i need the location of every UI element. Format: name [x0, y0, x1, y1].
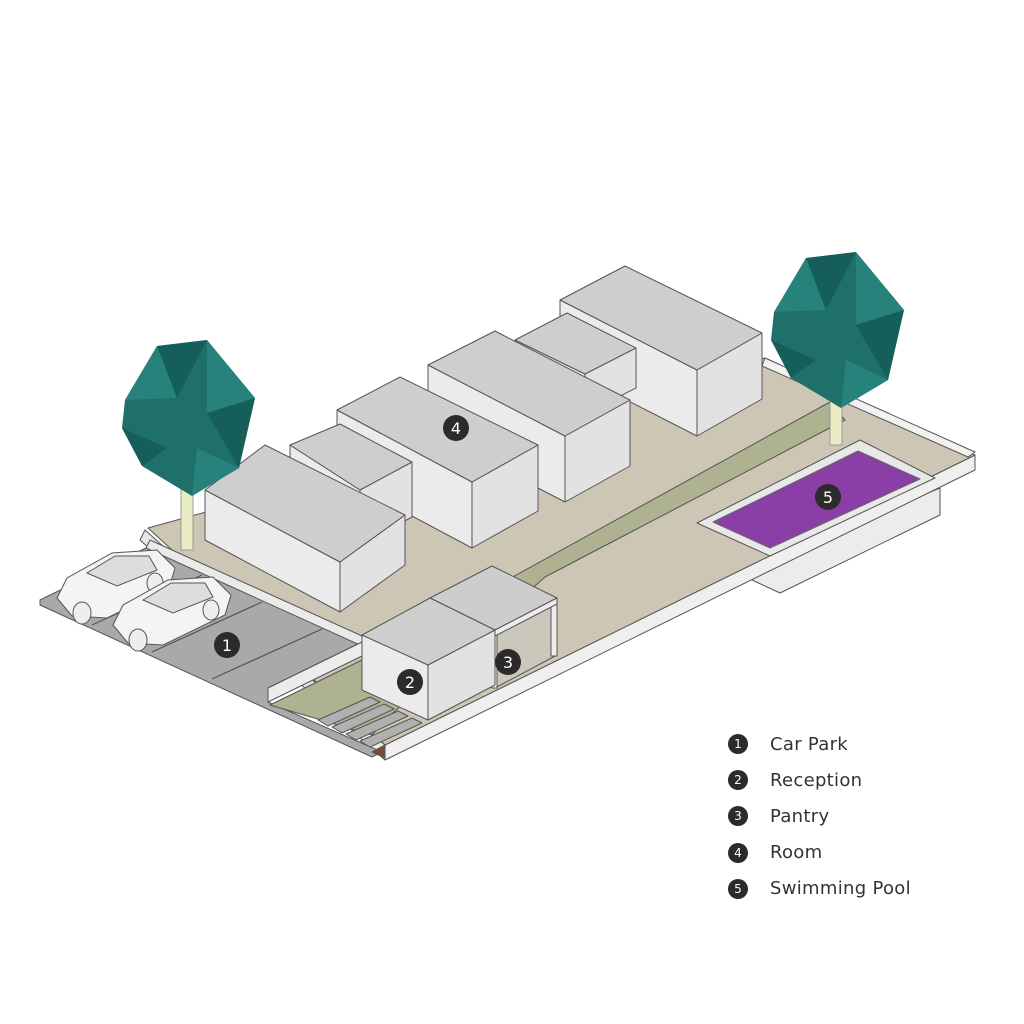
car-2: [112, 576, 232, 652]
marker-car-park: 1: [214, 632, 240, 658]
tree-right-facet: [806, 252, 856, 310]
pantry-post: [550, 599, 558, 657]
tree-left-facet: [125, 346, 177, 400]
marker-circle: [397, 669, 423, 695]
legend-label: Swimming Pool: [770, 878, 911, 900]
legend: 1 Car Park 2 Reception 3 Pantry 4 Room 5 Swim…: [728, 726, 911, 907]
legend-marker: 4: [728, 842, 748, 863]
room-block-5-roof: [514, 312, 637, 375]
tree-left-facet: [157, 340, 207, 398]
room-block-3-roof: [336, 376, 539, 483]
legend-item-pantry: 3 Pantry: [728, 798, 911, 834]
marker-circle: [214, 632, 240, 658]
room-block-2-roof: [289, 423, 413, 491]
legend-item-swimming-pool: 5 Swimming Pool: [728, 871, 911, 907]
marker-circle: [495, 649, 521, 675]
step: [317, 696, 381, 727]
legend-item-reception: 2 Reception: [728, 762, 911, 798]
legend-item-car-park: 1 Car Park: [728, 726, 911, 762]
legend-label: Car Park: [770, 733, 849, 755]
legend-label: Reception: [770, 769, 863, 791]
tree-right-facet: [856, 252, 904, 325]
legend-item-room: 4 Room: [728, 835, 911, 871]
marker-swimming-pool: 5: [815, 484, 841, 510]
car-2-wheel: [128, 628, 148, 652]
marker-number: 2: [405, 673, 415, 692]
reception-block-roof: [361, 597, 496, 666]
tree-left-facet: [207, 398, 255, 468]
car-1-wheel: [72, 601, 92, 625]
step: [359, 717, 423, 748]
tree-right-facet: [841, 360, 888, 408]
legend-marker: 1: [728, 734, 748, 755]
room-block-6-roof: [559, 265, 763, 371]
marker-pantry: 3: [495, 649, 521, 675]
legend-label: Pantry: [770, 805, 830, 827]
room-block-1-roof: [204, 444, 406, 563]
car-2-wheel: [202, 599, 220, 621]
marker-circle: [443, 415, 469, 441]
step: [345, 710, 409, 741]
marker-reception: 2: [397, 669, 423, 695]
parking-line: [151, 601, 263, 653]
legend-marker: 2: [728, 770, 748, 791]
car-1-windows: [85, 555, 158, 587]
room-block-1: [204, 444, 406, 613]
drain: [371, 744, 386, 759]
tree-right-facet: [856, 310, 904, 380]
marker-number: 3: [503, 653, 513, 672]
legend-marker: 3: [728, 806, 748, 827]
legend-label: Room: [770, 842, 823, 864]
tree-left-facet: [122, 428, 167, 466]
marker-room: 4: [443, 415, 469, 441]
marker-circle: [815, 484, 841, 510]
tree-left: [122, 340, 255, 551]
parking-line: [211, 628, 323, 680]
legend-marker: 5: [728, 878, 748, 899]
tree-left-facet: [192, 448, 239, 496]
marker-number: 4: [451, 419, 461, 438]
tree-right: [771, 252, 904, 446]
step: [331, 703, 395, 734]
car-2-windows: [141, 582, 214, 614]
tree-left-facet: [207, 340, 255, 413]
reception-block: [361, 597, 496, 721]
tree-right-facet: [774, 258, 826, 312]
tree-right-facet: [771, 340, 816, 378]
marker-number: 1: [222, 636, 232, 655]
marker-number: 5: [823, 488, 833, 507]
room-block-4-roof: [427, 330, 631, 437]
